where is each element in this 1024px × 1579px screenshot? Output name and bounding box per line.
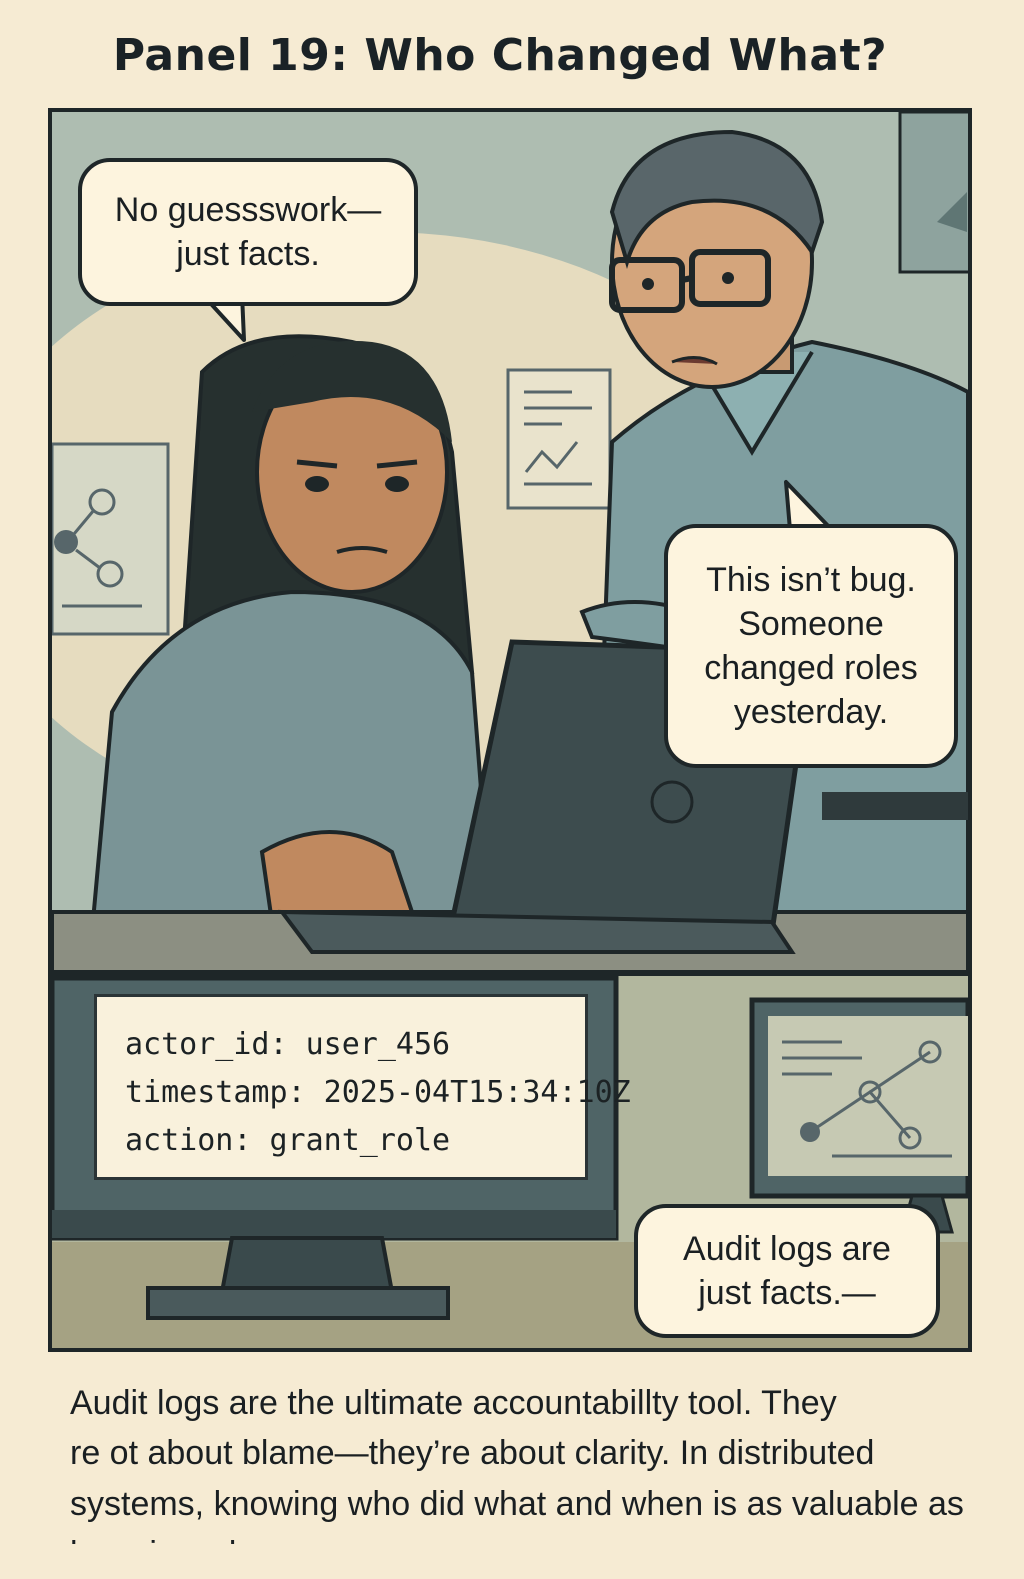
speech-bubble-text: Audit logs are just facts.— bbox=[683, 1229, 891, 1312]
speech-bubble-no-guesswork: No guessswork— just facts. bbox=[78, 158, 418, 306]
woman-figure bbox=[89, 334, 495, 934]
caption-line-cut-off: knowing why. bbox=[70, 1534, 272, 1573]
network-poster-icon bbox=[52, 442, 170, 636]
chart-poster-icon bbox=[506, 368, 612, 510]
caption-line: re ot about blame—they’re about clarity.… bbox=[70, 1434, 875, 1473]
frame-top-right bbox=[898, 112, 968, 274]
laptop-logo-icon bbox=[650, 780, 694, 824]
caption-line: systems, knowing who did what and when i… bbox=[70, 1484, 964, 1523]
speech-bubble-text: This isn’t bug. Someone changed roles ye… bbox=[704, 560, 918, 732]
log-actor: actor_id: user_456 bbox=[125, 1027, 451, 1062]
caption-text: Audit logs are the ultimate accountabill… bbox=[70, 1378, 990, 1579]
log-action: action: grant_role bbox=[125, 1123, 451, 1158]
speech-bubble-text: No guessswork— just facts. bbox=[114, 190, 382, 273]
caption-line: Audit logs are the ultimate accountabill… bbox=[70, 1384, 837, 1422]
page-title: Panel 19: Who Changed What? bbox=[112, 30, 888, 81]
comic-panel: No guessswork— just facts. This isn’t bu… bbox=[48, 108, 972, 1352]
speech-bubble-not-a-bug: This isn’t bug. Someone changed roles ye… bbox=[664, 524, 958, 768]
second-monitor bbox=[749, 997, 968, 1234]
audit-log-screen: actor_id: user_456 timestamp: 2025-04T15… bbox=[94, 994, 631, 1180]
speech-bubble-audit-logs: Audit logs are just facts.— bbox=[634, 1204, 940, 1338]
log-timestamp: timestamp: 2025-04T15:34:10Z bbox=[125, 1075, 631, 1110]
